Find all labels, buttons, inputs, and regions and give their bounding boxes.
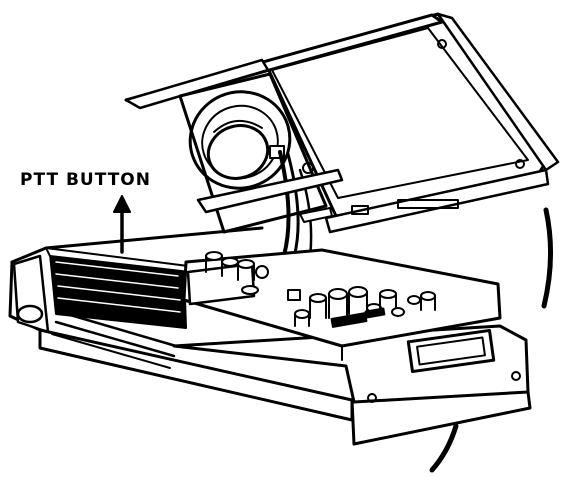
lid-screw-hole [515, 159, 525, 169]
motion-marks [429, 207, 553, 473]
motion-mark-right [541, 207, 553, 309]
lid [124, 12, 560, 234]
lid-hinge [196, 168, 344, 223]
components [205, 251, 436, 328]
case-screw-hole [367, 393, 377, 403]
lid-screw-hole [437, 39, 447, 49]
motion-mark-bottom [429, 423, 459, 473]
ptt-arrow [113, 195, 131, 254]
ptt-button-block [45, 247, 191, 329]
ptt-button-label: PTT BUTTON [20, 170, 151, 190]
arrow-head [113, 195, 131, 213]
case-screw-hole [511, 371, 521, 381]
case-body [8, 226, 532, 446]
